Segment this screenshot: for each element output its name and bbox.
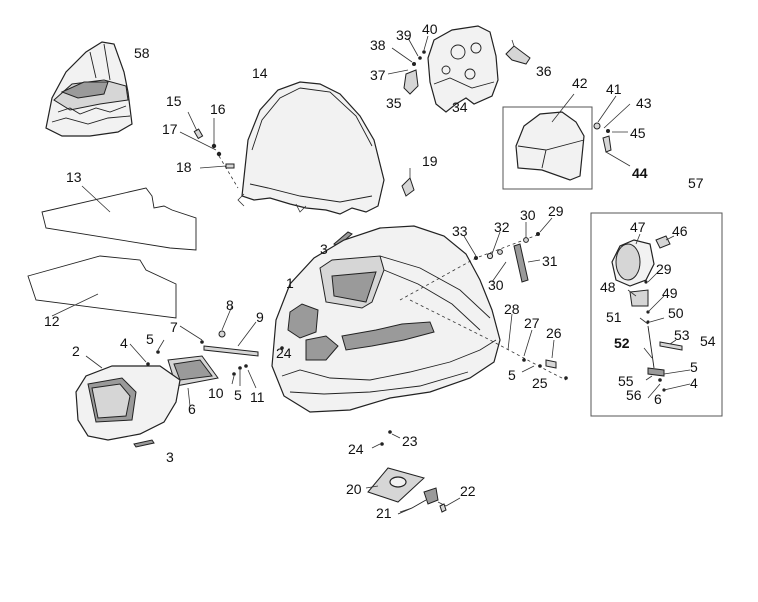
callout-19: 19 <box>422 153 438 169</box>
callout-51: 51 <box>606 309 622 325</box>
callout-30-upper: 30 <box>520 207 536 223</box>
callout-36: 36 <box>536 63 552 79</box>
callout-1: 1 <box>286 275 294 291</box>
callout-8: 8 <box>226 297 234 313</box>
callout-47: 47 <box>630 219 646 235</box>
callout-52: 52 <box>614 335 630 351</box>
callout-34: 34 <box>452 99 468 115</box>
callout-5-mid: 5 <box>234 387 242 403</box>
part-9-bracket-bar <box>179 305 259 357</box>
part-42-cover-box <box>502 93 593 190</box>
callout-11: 11 <box>250 389 265 405</box>
callout-53: 53 <box>674 327 690 343</box>
callout-6-box: 6 <box>654 391 662 407</box>
parts-41-45-fasteners <box>593 95 631 167</box>
callout-2: 2 <box>72 343 80 359</box>
callout-40: 40 <box>422 21 438 37</box>
callout-22: 22 <box>460 483 476 499</box>
callout-16: 16 <box>210 101 226 117</box>
callout-labels: 58 15 16 17 18 14 38 39 40 37 35 34 36 4… <box>44 21 716 521</box>
callout-3-upper: 3 <box>320 241 328 257</box>
callout-30-lower: 30 <box>488 277 504 293</box>
callout-46: 46 <box>672 223 688 239</box>
part-20-plate <box>365 467 425 503</box>
callout-5-right: 5 <box>508 367 516 383</box>
callout-33: 33 <box>452 223 468 239</box>
callout-50: 50 <box>668 305 684 321</box>
part-36-bracket <box>505 39 531 65</box>
part-22-fastener <box>439 497 461 513</box>
part-2-lower-cowl <box>75 339 191 441</box>
callout-56: 56 <box>626 387 642 403</box>
callout-39: 39 <box>396 27 412 43</box>
callout-31: 31 <box>542 253 558 269</box>
callout-42: 42 <box>572 75 588 91</box>
part-58-cowl-assembly <box>45 41 133 137</box>
parts-10-11-fasteners <box>231 364 257 389</box>
callout-55: 55 <box>618 373 634 389</box>
callout-5-box: 5 <box>690 359 698 375</box>
callout-4-left: 4 <box>120 335 128 351</box>
callout-5-left: 5 <box>146 331 154 347</box>
callout-3-lower: 3 <box>166 449 174 465</box>
part-12-panel <box>27 255 177 319</box>
callout-15: 15 <box>166 93 182 109</box>
callout-20: 20 <box>346 481 362 497</box>
callout-12: 12 <box>44 313 60 329</box>
callout-37: 37 <box>370 67 386 83</box>
callout-18: 18 <box>176 159 192 175</box>
callout-23: 23 <box>402 433 418 449</box>
callout-49: 49 <box>662 285 678 301</box>
callout-6-left: 6 <box>188 401 196 417</box>
callout-27: 27 <box>524 315 540 331</box>
callout-29-box: 29 <box>656 261 672 277</box>
callout-13: 13 <box>66 169 82 185</box>
windshield-hardware <box>179 111 239 189</box>
callout-29-upper: 29 <box>548 203 564 219</box>
callout-41: 41 <box>606 81 622 97</box>
callout-45: 45 <box>630 125 646 141</box>
part-1-hood <box>271 225 501 413</box>
callout-48: 48 <box>600 279 616 295</box>
part-21-switch-wire <box>397 487 447 515</box>
callout-24-hood: 24 <box>276 345 292 361</box>
parts-25-28-fasteners <box>409 299 568 381</box>
callout-58: 58 <box>134 45 150 61</box>
callout-9: 9 <box>256 309 264 325</box>
part-35-bracket <box>387 35 429 95</box>
callout-38: 38 <box>370 37 386 53</box>
callout-10: 10 <box>208 385 224 401</box>
callout-57: 57 <box>688 175 704 191</box>
part-34-dash-bracket <box>427 25 499 113</box>
part-19-clip <box>401 168 415 197</box>
callout-43: 43 <box>636 95 652 111</box>
callout-35: 35 <box>386 95 402 111</box>
callout-24-lower: 24 <box>348 441 364 457</box>
callout-4-box: 4 <box>690 375 698 391</box>
callout-25: 25 <box>532 375 548 391</box>
parts-29-33-assembly <box>399 217 553 301</box>
part-14-windshield <box>237 81 385 215</box>
callout-7: 7 <box>170 319 178 335</box>
parts-23-24-fasteners <box>371 430 401 449</box>
part-3-trim-strip-lower <box>133 439 155 448</box>
callout-32: 32 <box>494 219 510 235</box>
callout-26: 26 <box>546 325 562 341</box>
callout-14: 14 <box>252 65 268 81</box>
part-13-panel <box>41 185 197 251</box>
part-57-headlight-box <box>590 212 723 417</box>
callout-21: 21 <box>376 505 392 521</box>
callout-54: 54 <box>700 333 716 349</box>
callout-28: 28 <box>504 301 520 317</box>
callout-44: 44 <box>632 165 648 181</box>
callout-17: 17 <box>162 121 178 137</box>
